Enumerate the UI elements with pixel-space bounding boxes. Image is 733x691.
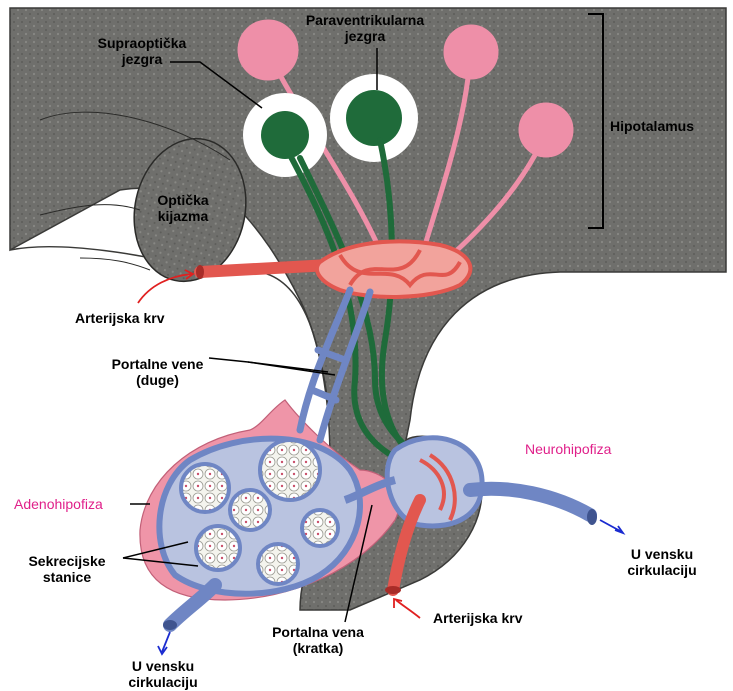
label-paraventrikularna: Paraventrikularna jezgra	[290, 12, 440, 44]
vein-right	[470, 489, 590, 515]
label-opticka-kijazma: Optička kijazma	[143, 192, 223, 224]
label-hipotalamus: Hipotalamus	[610, 118, 694, 134]
label-portalna-vena: Portalna vena (kratka)	[262, 624, 374, 656]
optic-chiasm-fiber-3	[80, 258, 150, 270]
artery-bottom-opening	[385, 586, 401, 594]
neurohypophysis-plexus	[387, 438, 482, 526]
label-arterijska-krv-top: Arterijska krv	[75, 310, 165, 326]
label-portalne-vene: Portalne vene (duge)	[100, 356, 215, 388]
label-sekrecijske-stanice: Sekrecijske stanice	[12, 553, 122, 585]
label-supraopticka: Supraoptička jezgra	[82, 35, 202, 67]
artery-top	[200, 265, 330, 272]
supraoptic-nucleus	[243, 93, 327, 177]
label-arterijska-krv-bottom: Arterijska krv	[433, 610, 523, 626]
secondary-capillary-plexus	[159, 439, 360, 594]
label-neurohipofiza: Neurohipofiza	[525, 441, 611, 457]
label-venska-left: U vensku cirkulaciju	[108, 658, 218, 690]
vein-left-opening	[163, 620, 177, 630]
primary-capillary-plexus	[317, 241, 470, 297]
artery-top-opening	[196, 265, 204, 279]
label-venska-right: U vensku cirkulaciju	[612, 546, 712, 578]
vein-right-opening	[587, 509, 597, 525]
label-adenohipofiza: Adenohipofiza	[14, 496, 103, 512]
paraventricular-nucleus	[330, 74, 418, 162]
